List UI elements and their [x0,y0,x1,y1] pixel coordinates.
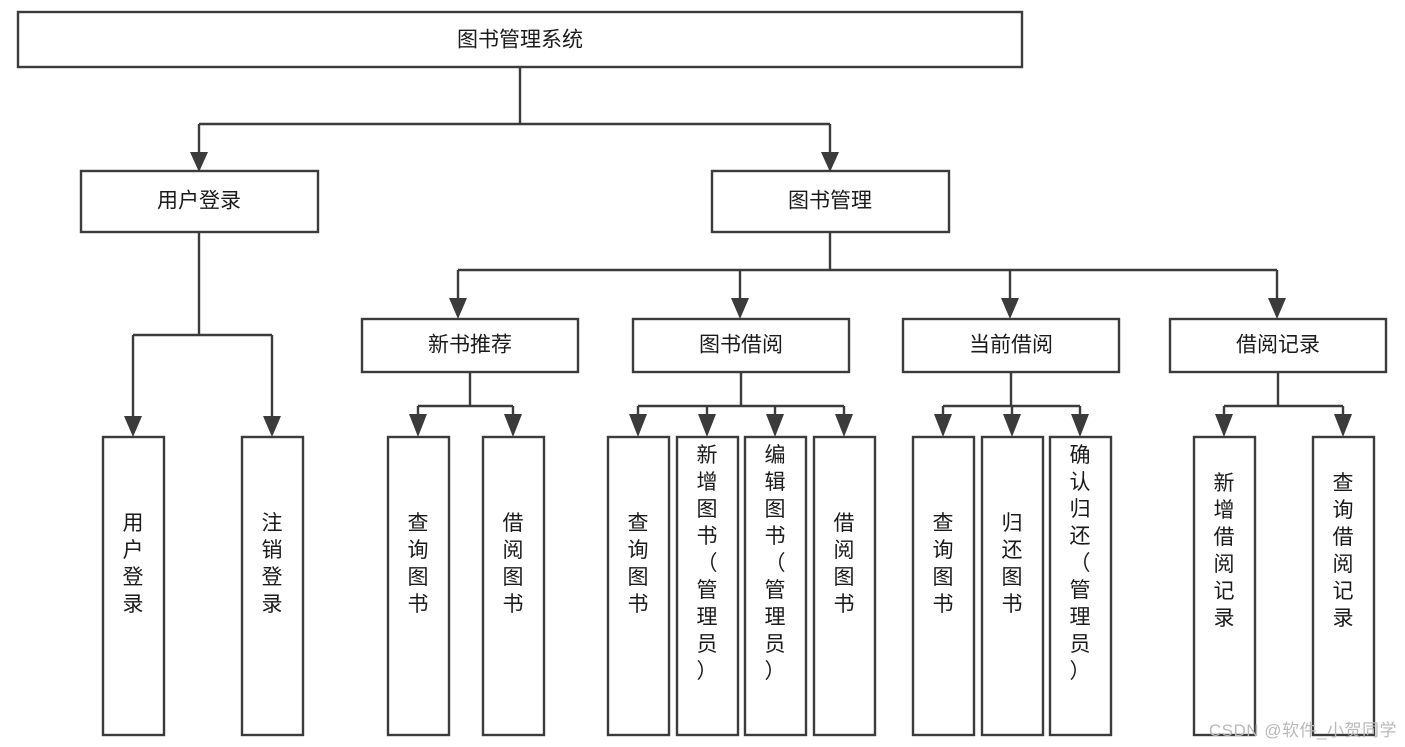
node-borrow-record-box[interactable] [1168,317,1388,374]
arrow-head-to-current-borrow [1001,298,1019,319]
arrow-head-bb-leaf1 [629,414,647,437]
leaf-confirm-return-admin[interactable]: 确认归还（管理员） [1048,435,1113,737]
arrow-head-nb-leaf1 [409,414,427,437]
leaf-borrow-book-nb[interactable]: 借阅图书 [481,435,546,737]
leaf-query-book-bb-label: 查询图书 [628,512,649,616]
node-user-login-label: 用户登录 [157,190,241,213]
leaf-edit-book-admin-box[interactable] [743,435,808,737]
arrow-head-cb-leaf1 [934,414,952,437]
node-book-borrow-box[interactable] [631,317,851,374]
leaf-user-login-box[interactable] [101,435,166,737]
leaf-query-book-bb[interactable]: 查询图书 [606,435,671,737]
node-root-system-label: 图书管理系统 [457,29,583,52]
leaf-borrow-book-nb-label: 借阅图书 [503,512,524,616]
arrow-head-bb-leaf2 [698,414,716,437]
leaf-add-borrow-record-box[interactable] [1192,435,1257,737]
arrow-head-to-book-mgmt [821,152,839,172]
leaf-query-book-nb-label: 查询图书 [408,512,429,616]
arrow-head-br-leaf2 [1334,414,1352,437]
leaf-add-borrow-record[interactable]: 新增借阅记录 [1192,435,1257,737]
leaf-query-book-nb-box[interactable] [386,435,451,737]
node-new-book-recommend-box[interactable] [360,317,580,374]
arrow-head-br-leaf1 [1215,414,1233,437]
leaf-return-book-label: 归还图书 [1002,512,1023,616]
arrow-head-bb-leaf3 [766,414,784,437]
node-borrow-record[interactable]: 借阅记录 [1168,317,1388,374]
leaf-borrow-book-nb-box[interactable] [481,435,546,737]
arrow-head-leaf-user-login [124,416,142,437]
leaf-edit-book-admin-label: 编辑图书（管理员） [765,444,786,683]
node-root-system-box[interactable] [16,10,1024,69]
node-current-borrow-box[interactable] [901,317,1121,374]
arrow-head-cb-leaf2 [1003,414,1021,437]
leaf-add-book-admin[interactable]: 新增图书（管理员） [675,435,740,737]
csdn-watermark: CSDN @软件_小贺同学 [1208,721,1397,740]
leaf-borrow-book-bb-box[interactable] [812,435,877,737]
node-book-borrow-label: 图书借阅 [699,334,783,357]
leaf-query-book-bb-box[interactable] [606,435,671,737]
node-new-book-recommend[interactable]: 新书推荐 [360,317,580,374]
leaf-edit-book-admin[interactable]: 编辑图书（管理员） [743,435,808,737]
connectors-group [124,67,1352,437]
leaf-user-login-label: 用户登录 [123,512,144,616]
leaf-confirm-return-admin-label: 确认归还（管理员） [1070,444,1091,683]
leaf-query-book-cb-box[interactable] [911,435,976,737]
node-borrow-record-label: 借阅记录 [1236,334,1320,357]
leaf-query-book-cb[interactable]: 查询图书 [911,435,976,737]
node-book-borrow[interactable]: 图书借阅 [631,317,851,374]
leaf-query-borrow-record-box[interactable] [1311,435,1376,737]
leaf-return-book[interactable]: 归还图书 [980,435,1045,737]
node-user-login-box[interactable] [79,169,320,234]
arrow-head-bb-leaf4 [835,414,853,437]
leaf-add-book-admin-box[interactable] [675,435,740,737]
arrow-head-to-borrow-book [731,298,749,319]
leaf-query-borrow-record[interactable]: 查询借阅记录 [1311,435,1376,737]
leaf-return-book-box[interactable] [980,435,1045,737]
leaf-logout-label: 注销登录 [262,512,283,616]
node-user-login[interactable]: 用户登录 [79,169,320,234]
arrow-head-cb-leaf3 [1071,414,1089,437]
node-book-management-box[interactable] [710,169,951,234]
leaf-logout[interactable]: 注销登录 [240,435,305,737]
node-current-borrow[interactable]: 当前借阅 [901,317,1121,374]
node-current-borrow-label: 当前借阅 [969,334,1053,357]
leaf-add-borrow-record-label: 新增借阅记录 [1214,472,1235,630]
arrow-head-leaf-logout [263,416,281,437]
leaf-query-book-nb[interactable]: 查询图书 [386,435,451,737]
node-book-management[interactable]: 图书管理 [710,169,951,234]
leaf-user-login[interactable]: 用户登录 [101,435,166,737]
leaf-query-book-cb-label: 查询图书 [933,512,954,616]
arrow-head-to-borrow-record [1268,298,1286,319]
arrow-head-to-user-login [190,152,208,172]
arrow-head-nb-leaf2 [504,414,522,437]
node-new-book-recommend-label: 新书推荐 [428,334,512,357]
leaf-borrow-book-bb[interactable]: 借阅图书 [812,435,877,737]
leaf-borrow-book-bb-label: 借阅图书 [834,512,855,616]
arrow-head-to-new-book [449,298,467,319]
leaf-add-book-admin-label: 新增图书（管理员） [697,444,718,683]
node-root-system[interactable]: 图书管理系统 [16,10,1024,69]
leaf-logout-box[interactable] [240,435,305,737]
leaf-query-borrow-record-label: 查询借阅记录 [1333,472,1354,630]
node-book-management-label: 图书管理 [788,190,872,213]
leaf-confirm-return-admin-box[interactable] [1048,435,1113,737]
